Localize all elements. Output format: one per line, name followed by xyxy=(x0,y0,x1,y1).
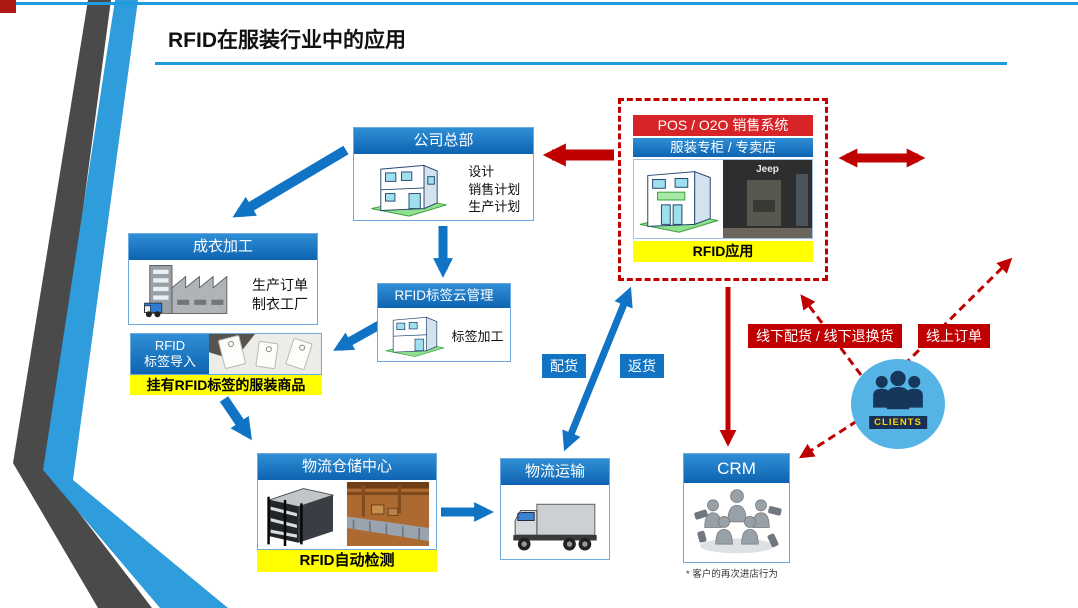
pos-rfid-caption: RFID应用 xyxy=(633,241,813,262)
rfid-tag-icon xyxy=(255,340,279,370)
crm-footnote: * 客户的再次进店行为 xyxy=(686,569,778,580)
clients-people-icon xyxy=(873,370,923,410)
cloud-line: 标签加工 xyxy=(451,328,504,344)
store-banner xyxy=(796,174,808,226)
hq-line: 生产计划 xyxy=(468,199,521,215)
rfid-tags-photo xyxy=(209,334,321,374)
store-sign: Jeep xyxy=(756,164,779,175)
garment-line: 制衣工厂 xyxy=(252,295,308,312)
store-floor xyxy=(723,228,812,238)
dispatch-label: 配货 xyxy=(542,354,586,378)
warehouse-caption: RFID自动检测 xyxy=(257,550,437,572)
title-underline xyxy=(155,62,1007,65)
warehouse-building-icon xyxy=(261,482,341,551)
node-logistics-warehouse: 物流仓储中心 xyxy=(257,453,437,550)
rfid-tag-import-label: RFID 标签导入 xyxy=(131,334,209,374)
hq-line: 销售计划 xyxy=(468,181,521,197)
arrow-clients-online-order-dashed xyxy=(902,257,1013,367)
factory-icon xyxy=(138,262,242,327)
node-rfid-tag-import: RFID 标签导入 xyxy=(130,333,322,375)
hq-line: 设计 xyxy=(468,164,495,180)
store-building-icon xyxy=(634,160,723,238)
node-company-hq: 公司总部 设计 销售计划 生产计划 xyxy=(353,127,534,221)
node-pos-o2o-group: POS / O2O 销售系统 服装专柜 / 专卖店 Jeep xyxy=(618,98,828,281)
node-crm-title: CRM xyxy=(684,454,789,483)
node-garment-factory: 成衣加工 生产订单 制衣工厂 xyxy=(128,233,318,325)
node-logistics-transport-title: 物流运输 xyxy=(501,459,609,485)
garment-line: 生产订单 xyxy=(252,276,308,293)
node-rfid-tag-cloud: RFID标签云管理 标签加工 xyxy=(377,283,511,362)
warehouse-conveyor-photo xyxy=(342,482,434,551)
tag-import-caption: 挂有RFID标签的服装商品 xyxy=(130,375,322,395)
offline-flow-label: 线下配货 / 线下退换货 xyxy=(748,324,902,348)
pos-system-header: POS / O2O 销售系统 xyxy=(633,115,813,136)
arrow-cloud-to-tag-import xyxy=(333,320,384,351)
clients-badge: CLIENTS xyxy=(869,416,927,429)
arrow-clients-to-crm-dashed xyxy=(798,419,858,459)
corner-accent-square xyxy=(0,0,16,13)
small-building-icon xyxy=(384,310,446,363)
pos-store-subheader: 服装专柜 / 专卖店 xyxy=(633,138,813,157)
node-company-hq-title: 公司总部 xyxy=(354,128,533,154)
arrow-hq-to-garment xyxy=(232,145,349,218)
page-title: RFID在服装行业中的应用 xyxy=(168,29,406,52)
retail-store-photo: Jeep xyxy=(723,160,812,238)
clients-circle: CLIENTS xyxy=(851,359,945,449)
truck-icon xyxy=(507,497,603,560)
crm-people-graphic xyxy=(688,485,786,562)
store-rack xyxy=(753,200,775,212)
pos-images: Jeep xyxy=(633,159,813,239)
top-accent-line xyxy=(0,2,1078,5)
office-building-icon xyxy=(367,156,451,223)
node-rfid-tag-cloud-title: RFID标签云管理 xyxy=(378,284,510,308)
return-label: 返货 xyxy=(620,354,664,378)
node-logistics-transport: 物流运输 xyxy=(500,458,610,560)
node-logistics-warehouse-title: 物流仓储中心 xyxy=(258,454,436,480)
arrow-tag-import-to-warehouse xyxy=(219,396,252,441)
online-order-label: 线上订单 xyxy=(918,324,990,348)
node-crm: CRM xyxy=(683,453,790,563)
rfid-tag-icon xyxy=(285,337,313,371)
node-garment-factory-title: 成衣加工 xyxy=(129,234,317,260)
